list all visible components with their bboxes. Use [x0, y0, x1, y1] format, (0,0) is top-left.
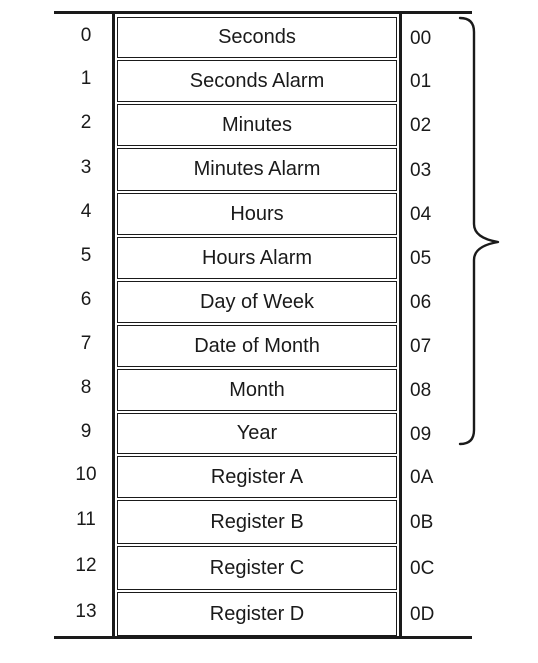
register-cell: Seconds Alarm: [117, 60, 397, 102]
top-rule: [54, 11, 472, 14]
register-cell: Day of Week: [117, 281, 397, 323]
address-hex: 02: [410, 115, 432, 136]
address-decimal: 9: [80, 420, 92, 442]
address-hex: 08: [410, 380, 432, 401]
register-name: Seconds: [218, 26, 296, 48]
address-hex: 0C: [410, 558, 435, 579]
address-hex: 05: [410, 248, 432, 269]
time-registers-brace: [458, 16, 500, 446]
register-name: Register A: [210, 465, 304, 488]
register-name: Date of Month: [194, 334, 320, 357]
register-name: Day of Week: [199, 290, 315, 313]
register-cell: Year: [117, 413, 397, 454]
register-cell: Seconds: [117, 17, 397, 58]
address-hex: 03: [410, 159, 432, 181]
address-decimal: 3: [80, 156, 92, 178]
address-decimal: 4: [80, 201, 92, 222]
register-cell: Minutes: [117, 104, 397, 146]
register-name: Register B: [210, 510, 304, 533]
address-hex: 07: [410, 336, 432, 357]
address-hex: 00: [410, 27, 432, 49]
address-hex: 06: [410, 292, 432, 313]
register-name: Year: [236, 422, 278, 444]
register-cell: Hours: [117, 193, 397, 235]
address-decimal: 10: [75, 464, 97, 485]
address-decimal: 12: [75, 555, 97, 576]
address-decimal: 7: [80, 333, 92, 354]
register-cell: Date of Month: [117, 325, 397, 367]
register-name: Month: [229, 378, 285, 401]
register-name: Hours: [230, 202, 284, 225]
register-cell: Register A: [117, 456, 397, 498]
address-decimal: 2: [80, 112, 92, 133]
address-hex: 0B: [410, 512, 434, 533]
address-decimal: 1: [80, 68, 92, 89]
address-decimal: 5: [80, 245, 92, 266]
address-decimal: 6: [80, 289, 92, 310]
register-cell: Register B: [117, 500, 397, 544]
register-name: Minutes: [221, 113, 293, 136]
address-hex: 04: [410, 204, 432, 225]
address-decimal: 11: [76, 509, 96, 530]
address-decimal: 13: [75, 601, 97, 622]
register-cell: Register C: [117, 546, 397, 590]
bottom-rule: [54, 636, 472, 639]
address-decimal: 0: [80, 24, 92, 46]
register-column: [112, 11, 402, 639]
register-cell: Hours Alarm: [117, 237, 397, 279]
register-cell: Minutes Alarm: [117, 148, 397, 191]
register-name: Register C: [209, 556, 305, 579]
register-name: Seconds Alarm: [189, 69, 325, 92]
register-name: Minutes Alarm: [193, 158, 321, 180]
address-hex: 01: [410, 71, 432, 92]
register-cell: Register D: [117, 592, 397, 636]
register-name: Register D: [209, 602, 305, 625]
address-hex: 09: [410, 423, 432, 445]
register-cell: Month: [117, 369, 397, 411]
address-hex: 0A: [410, 467, 434, 488]
address-decimal: 8: [80, 377, 92, 398]
address-hex: 0D: [410, 604, 435, 625]
register-name: Hours Alarm: [201, 246, 313, 269]
